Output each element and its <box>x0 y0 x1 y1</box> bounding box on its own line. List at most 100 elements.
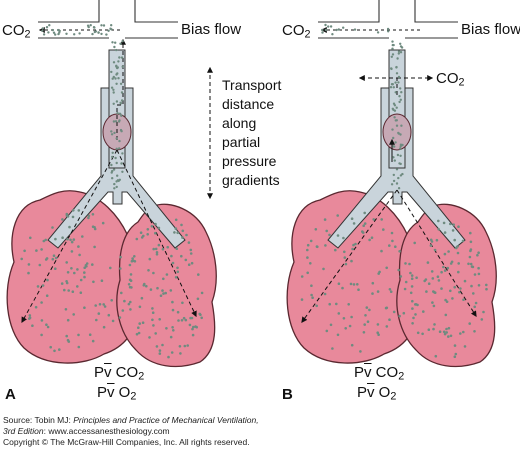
gas-dot <box>433 323 436 326</box>
gas-dot <box>110 86 114 89</box>
gas-dot <box>393 109 397 112</box>
gas-dot <box>73 271 76 275</box>
gas-dot <box>397 52 400 55</box>
gas-dot <box>181 301 184 305</box>
gas-dot <box>142 284 146 287</box>
gas-dot <box>171 300 174 304</box>
gas-dot <box>393 145 396 148</box>
panel-b-transport-arrow-left <box>301 189 398 323</box>
gas-dot <box>453 238 457 242</box>
gas-dot <box>171 308 175 312</box>
gas-dot <box>394 91 397 94</box>
gas-dot <box>422 310 425 313</box>
gas-dot <box>139 231 143 234</box>
gas-dot <box>449 222 452 226</box>
gas-dot <box>36 285 40 288</box>
gas-dot <box>371 281 375 285</box>
gas-dot <box>394 245 397 248</box>
gas-dot <box>393 104 397 107</box>
gas-dot <box>392 156 395 159</box>
gas-dot <box>67 289 70 292</box>
gas-dot <box>425 290 428 293</box>
gas-dot <box>350 315 353 319</box>
gas-dot <box>344 327 348 330</box>
gas-dot <box>111 169 114 173</box>
gas-dot <box>119 267 122 270</box>
gas-dot <box>191 333 195 337</box>
gas-dot <box>335 302 338 306</box>
gas-dot <box>306 271 310 275</box>
gas-dot <box>376 331 380 335</box>
gas-dot <box>171 261 175 265</box>
gas-dot <box>315 245 319 248</box>
gas-dot <box>348 324 352 328</box>
gas-dot <box>180 254 183 258</box>
gas-dot <box>95 318 98 322</box>
gas-dot <box>453 344 457 347</box>
gas-dot <box>121 65 124 68</box>
gas-dot <box>394 141 397 144</box>
gas-dot <box>35 249 38 252</box>
gas-dot <box>449 262 453 265</box>
gas-dot <box>111 177 114 180</box>
gas-dot <box>121 309 125 312</box>
gas-dot <box>174 276 178 279</box>
gas-dot <box>34 305 38 309</box>
gas-dot <box>376 290 380 293</box>
gas-dot <box>378 270 381 274</box>
gas-dot <box>123 299 126 303</box>
gas-dot <box>72 313 75 316</box>
gas-dot <box>181 229 185 233</box>
panel-a-pv-o2: Pv O2 <box>97 384 137 403</box>
gas-dot <box>65 261 68 264</box>
gas-dot <box>447 335 450 338</box>
gas-dot <box>40 333 43 337</box>
gas-dot <box>412 316 415 320</box>
gas-dot <box>117 60 120 63</box>
gas-dot <box>457 270 460 274</box>
gas-dot <box>166 245 169 249</box>
gas-dot <box>427 328 431 332</box>
gas-dot <box>115 73 118 76</box>
panel-a-gas-dots <box>20 24 204 359</box>
gas-dot <box>401 172 404 176</box>
gas-dot <box>40 319 44 322</box>
gas-dot <box>115 161 118 165</box>
gas-dot <box>409 271 412 275</box>
gas-dot <box>121 170 124 173</box>
gas-dot <box>354 242 357 246</box>
gas-dot <box>392 173 395 177</box>
gas-dot <box>454 352 458 356</box>
gas-dot <box>399 275 403 278</box>
gas-dot <box>404 280 408 284</box>
gas-dot <box>473 305 477 309</box>
gas-dot <box>315 304 319 308</box>
gas-dot <box>463 279 467 283</box>
gas-dot <box>158 352 162 355</box>
panel-a-right-lung <box>116 203 217 368</box>
gas-dot <box>437 228 441 231</box>
gas-dot <box>120 56 124 59</box>
gas-dot <box>306 243 310 247</box>
gas-dot <box>382 228 385 231</box>
gas-dot <box>98 303 102 306</box>
gas-dot <box>135 332 139 336</box>
gas-dot <box>323 218 327 221</box>
gas-dot <box>323 292 327 296</box>
gas-dot <box>114 156 117 160</box>
gas-dot <box>445 331 449 334</box>
gas-dot <box>85 262 89 265</box>
gas-dot <box>438 330 442 334</box>
gas-dot <box>76 268 79 271</box>
gas-dot <box>398 147 402 150</box>
gas-dot <box>404 262 407 265</box>
gas-dot <box>97 31 100 34</box>
gas-dot <box>395 106 398 109</box>
gas-dot <box>391 53 395 56</box>
gas-dot <box>342 317 346 320</box>
gas-dot <box>200 316 203 320</box>
gas-dot <box>397 75 401 79</box>
gas-dot <box>485 287 488 291</box>
gas-dot <box>70 240 74 244</box>
gas-dot <box>309 262 312 265</box>
